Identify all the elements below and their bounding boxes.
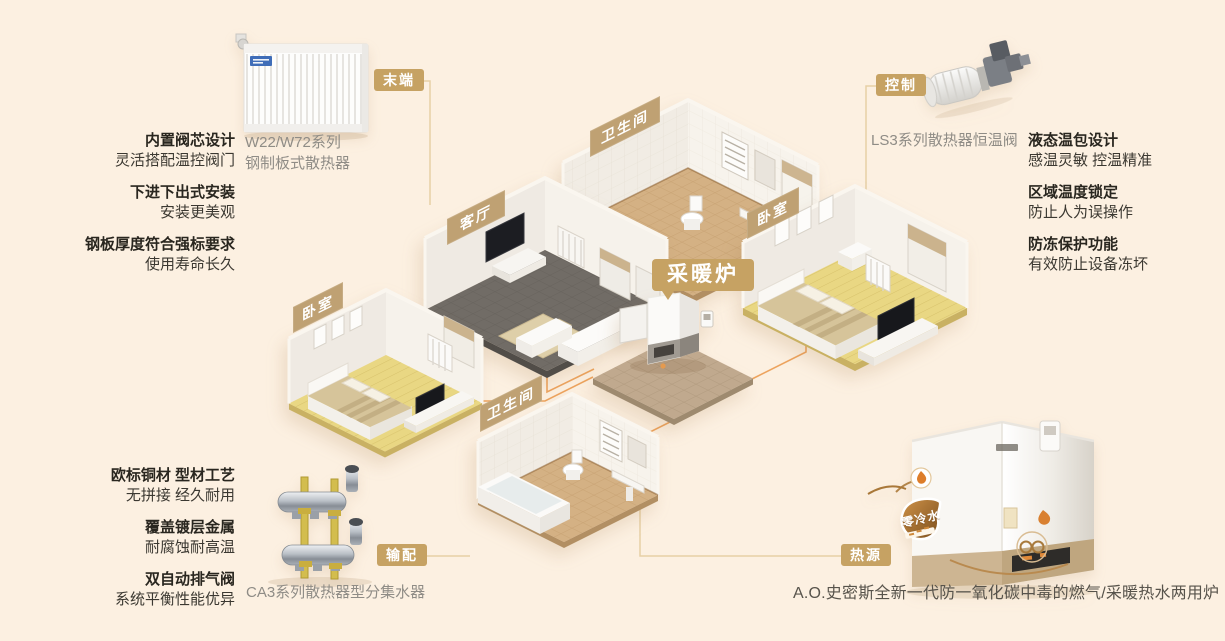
room-living <box>423 176 669 378</box>
infinity-icon <box>1016 531 1048 563</box>
picture-frames <box>313 305 363 350</box>
zero-cold-water-badge <box>900 497 942 541</box>
wall-panel <box>619 303 648 344</box>
feature-title: 内置阀芯设计 <box>144 132 235 149</box>
floor-radiator <box>865 253 891 293</box>
features-terminal: 内置阀芯设计 灵活搭配温控阀门 下进下出式安装 安装更美观 钢板厚度符合强标要求… <box>39 131 235 287</box>
tag-control: 控制 <box>876 74 926 96</box>
tv <box>485 212 546 283</box>
mirror <box>754 149 776 191</box>
feature-group: 液态温包设计 感温灵敏 控温精准 <box>1028 131 1224 171</box>
feature-group: 钢板厚度符合强标要求 使用寿命长久 <box>39 235 235 275</box>
radiator-caption-line2: 钢制板式散热器 <box>245 155 351 172</box>
feature-group: 覆盖镀层金属 耐腐蚀耐高温 <box>39 518 235 558</box>
radiator-caption: W22/W72系列 钢制板式散热器 <box>245 132 350 174</box>
valve-caption: LS3系列散热器恒温阀 <box>871 132 1018 149</box>
furnace-platform <box>593 292 753 425</box>
feature-group: 区域温度锁定 防止人为误操作 <box>1028 183 1224 223</box>
tag-heat-source: 热源 <box>841 544 891 566</box>
window <box>907 223 947 293</box>
feature-title: 区域温度锁定 <box>1028 184 1119 201</box>
boiler-callout: 采暖炉 <box>652 259 754 300</box>
product-panel-radiator <box>235 33 369 141</box>
tv <box>404 383 474 433</box>
brand-logo <box>250 56 272 66</box>
feature-desc: 灵活搭配温控阀门 <box>114 152 235 169</box>
toilet <box>680 195 704 230</box>
boiler-caption: A.O.史密斯全新一代防一氧化碳中毒的燃气/采暖热水两用炉 <box>793 585 1220 602</box>
feature-title: 液态温包设计 <box>1028 132 1119 149</box>
feature-title: 欧标铜材 型材工艺 <box>110 467 235 484</box>
tag-terminal: 末端 <box>374 69 424 91</box>
bed <box>307 362 412 440</box>
feature-group: 防冻保护功能 有效防止设备冻坏 <box>1028 235 1224 275</box>
feature-group: 双自动排气阀 系统平衡性能优异 <box>39 570 235 610</box>
product-boiler <box>867 420 1095 599</box>
feature-title: 双自动排气阀 <box>144 571 235 588</box>
feature-group: 下进下出式安装 安装更美观 <box>39 183 235 223</box>
feature-title: 下进下出式安装 <box>129 184 235 201</box>
feature-desc: 感温灵敏 控温精准 <box>1028 152 1153 169</box>
towel-radiator <box>599 419 623 463</box>
wall-thermostat <box>1039 420 1061 452</box>
feature-desc: 无拼接 经久耐用 <box>125 487 235 504</box>
manifold-caption: CA3系列散热器型分集水器 <box>246 584 426 601</box>
product-thermostatic-valve <box>922 40 1031 119</box>
room-bedroom-right <box>741 184 969 371</box>
bathtub <box>478 472 570 534</box>
picture-frames <box>774 194 834 247</box>
bed <box>757 268 882 359</box>
feature-desc: 系统平衡性能优异 <box>114 591 235 608</box>
feature-desc: 安装更美观 <box>159 204 235 221</box>
towel-radiator <box>721 131 749 181</box>
heating-furnace <box>647 292 699 369</box>
features-control: 液态温包设计 感温灵敏 控温精准 区域温度锁定 防止人为误操作 防冻保护功能 有… <box>1028 131 1224 287</box>
feature-desc: 使用寿命长久 <box>144 256 235 273</box>
room-thermostat <box>700 310 714 328</box>
tag-distribution: 输配 <box>377 544 427 566</box>
tv <box>858 297 938 366</box>
feature-desc: 防止人为误操作 <box>1028 204 1134 221</box>
flame-circle-icon <box>895 467 932 493</box>
toilet <box>562 449 584 480</box>
feature-group: 欧标铜材 型材工艺 无拼接 经久耐用 <box>39 466 235 506</box>
room-bedroom-left <box>287 288 484 458</box>
room-bathroom-bottom <box>476 392 660 548</box>
feature-desc: 有效防止设备冻坏 <box>1028 256 1149 273</box>
feature-group: 内置阀芯设计 灵活搭配温控阀门 <box>39 131 235 171</box>
feature-desc: 耐腐蚀耐高温 <box>144 539 235 556</box>
flame-icon-small <box>1038 510 1051 525</box>
wall-radiator <box>427 333 453 373</box>
wall-radiator <box>557 225 585 269</box>
feature-title: 钢板厚度符合强标要求 <box>84 236 235 253</box>
sink <box>611 469 645 501</box>
mirror <box>627 435 647 469</box>
radiator-caption-line1: W22/W72系列 <box>245 134 341 151</box>
feature-title: 覆盖镀层金属 <box>144 519 235 536</box>
feature-title: 防冻保护功能 <box>1028 236 1119 253</box>
features-distribution: 欧标铜材 型材工艺 无拼接 经久耐用 覆盖镀层金属 耐腐蚀耐高温 双自动排气阀 … <box>39 466 235 622</box>
product-manifold <box>268 465 372 587</box>
